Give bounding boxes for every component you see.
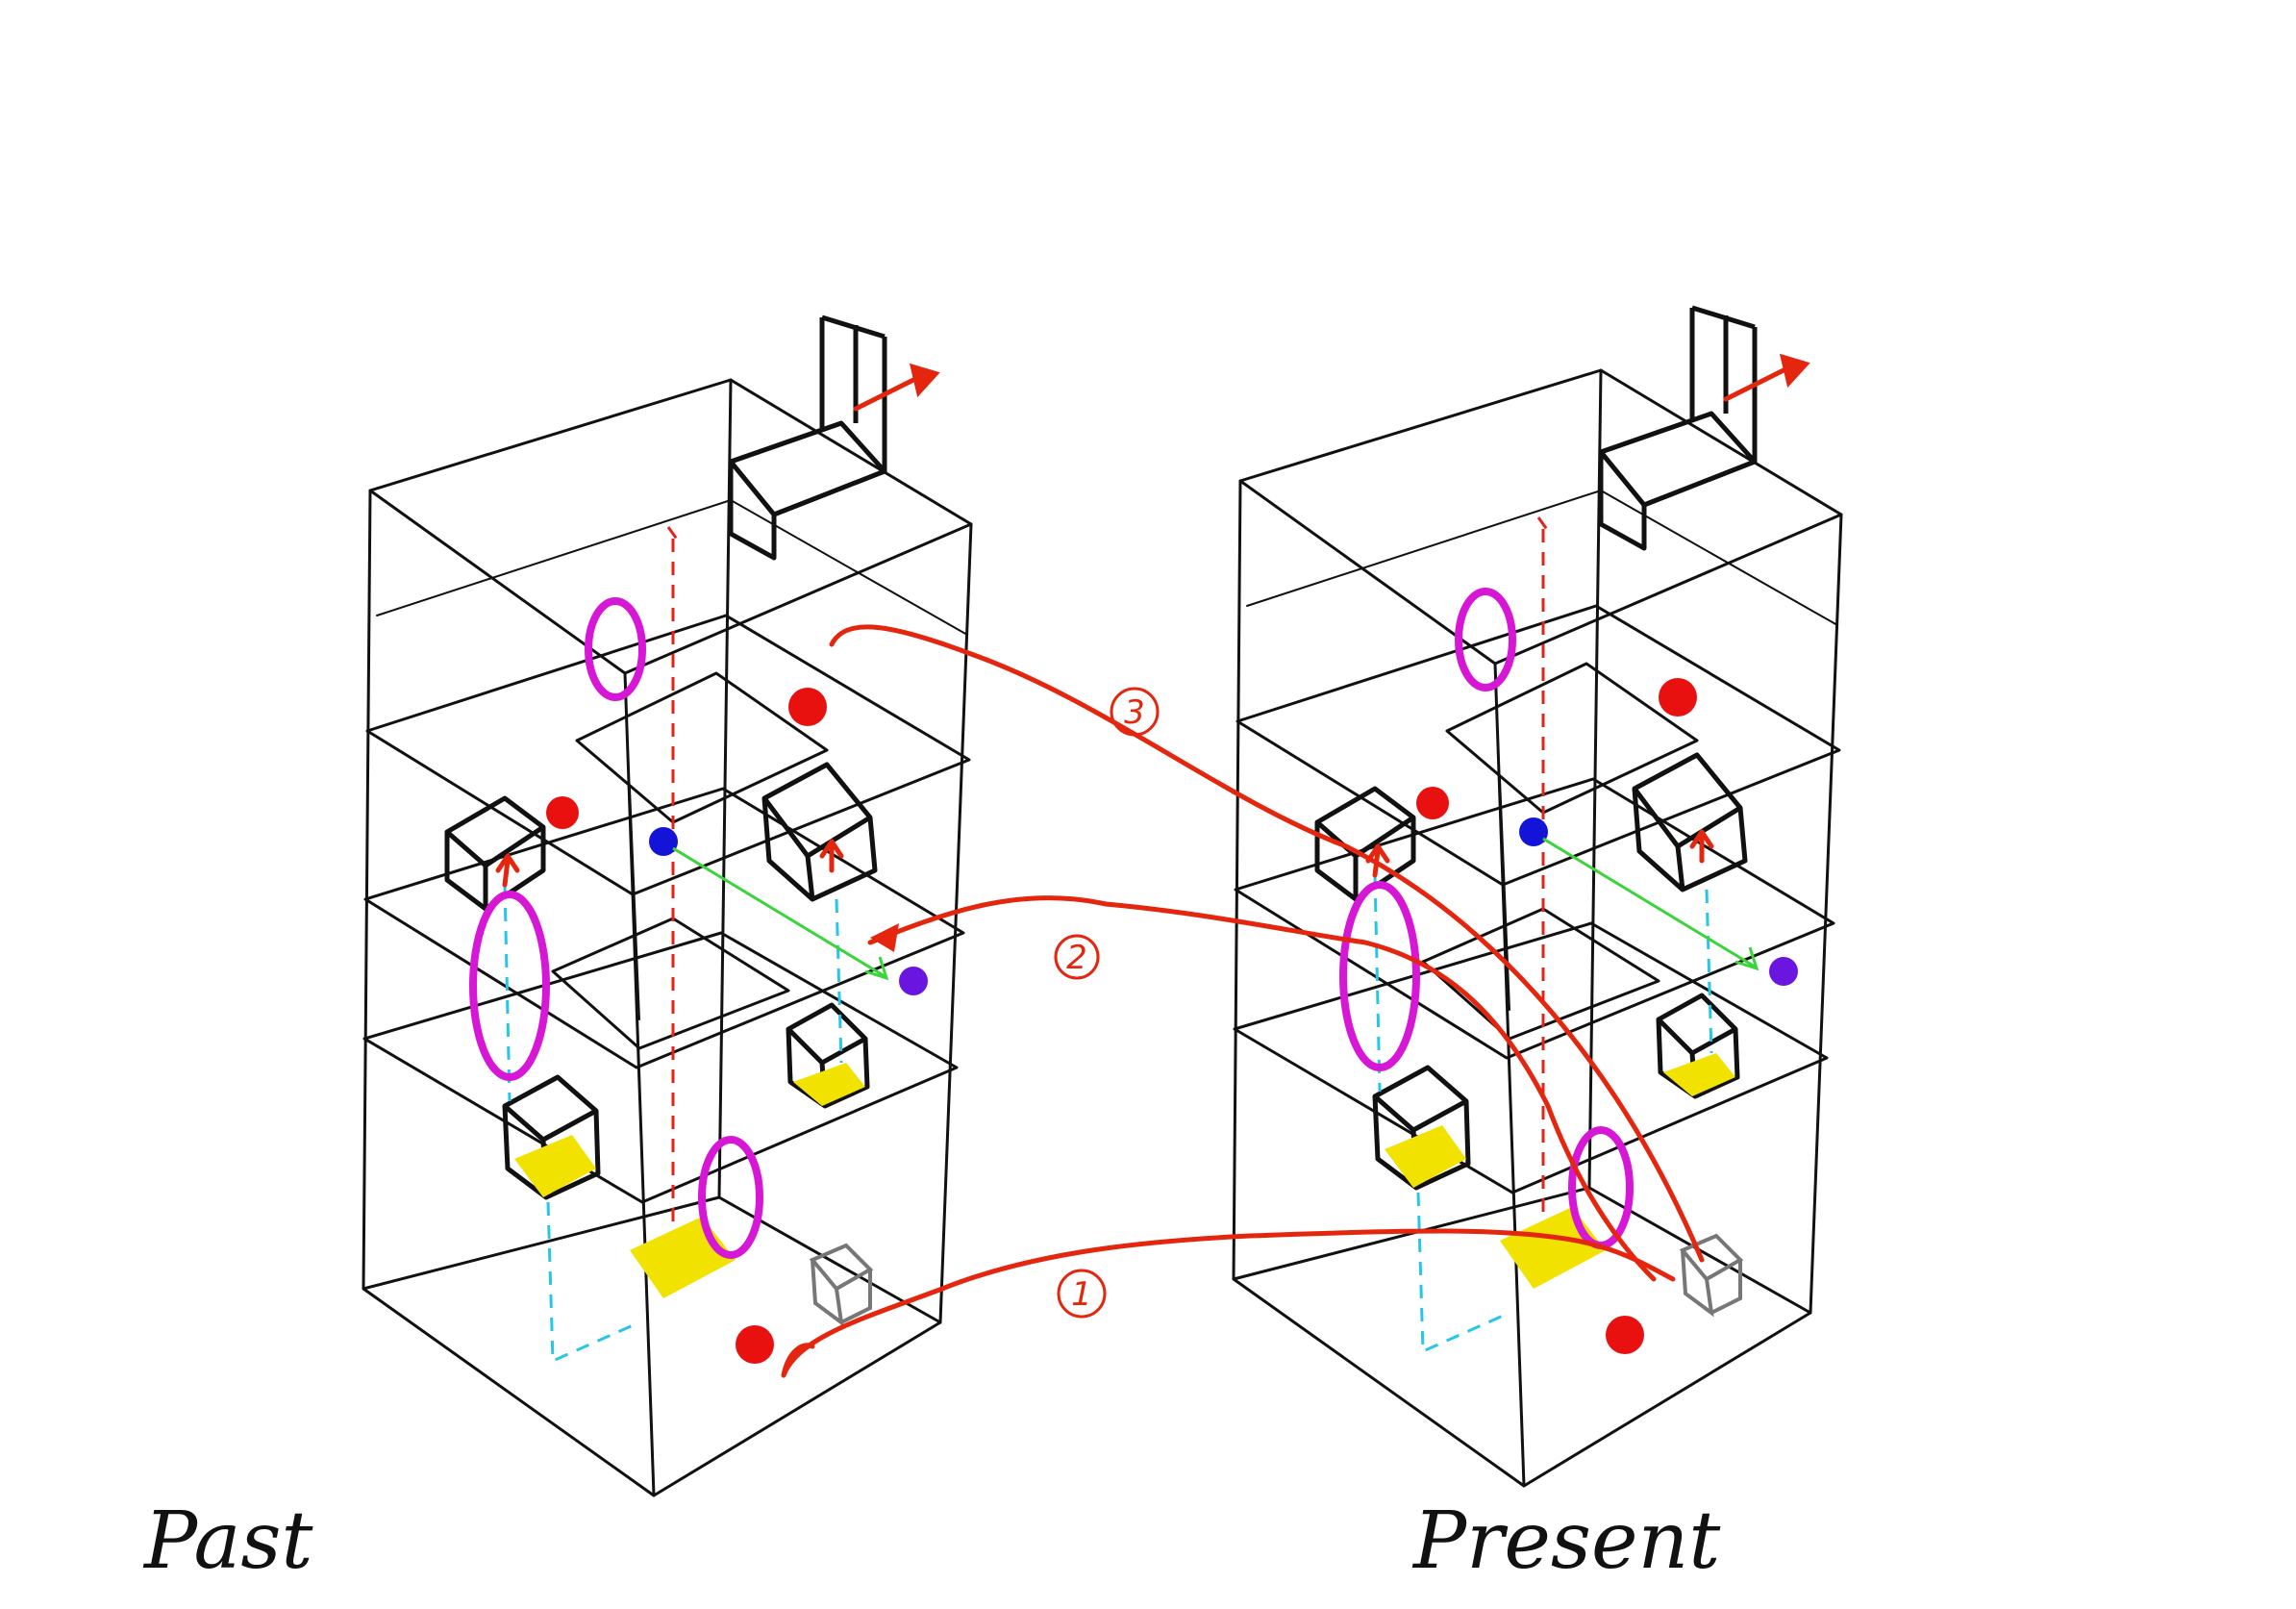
route-3-number: 3 (1124, 693, 1145, 732)
route-2-path (867, 895, 1657, 1282)
route-1-path (781, 1228, 1676, 1378)
past-tower (363, 317, 971, 1496)
route-1-number: 1 (1071, 1275, 1092, 1314)
route-1-hook (781, 1343, 815, 1378)
route-2-label: 2 (1054, 934, 1100, 980)
caption-past: Past (142, 1496, 313, 1587)
caption-present: Present (1411, 1496, 1721, 1587)
route-3-path (829, 624, 1705, 1263)
present-tower (1234, 308, 1841, 1486)
route-2-arrowhead (870, 923, 899, 952)
route-2-number: 2 (1066, 939, 1087, 977)
route-3-label: 3 (1110, 687, 1160, 737)
route-1-label: 1 (1057, 1269, 1107, 1319)
